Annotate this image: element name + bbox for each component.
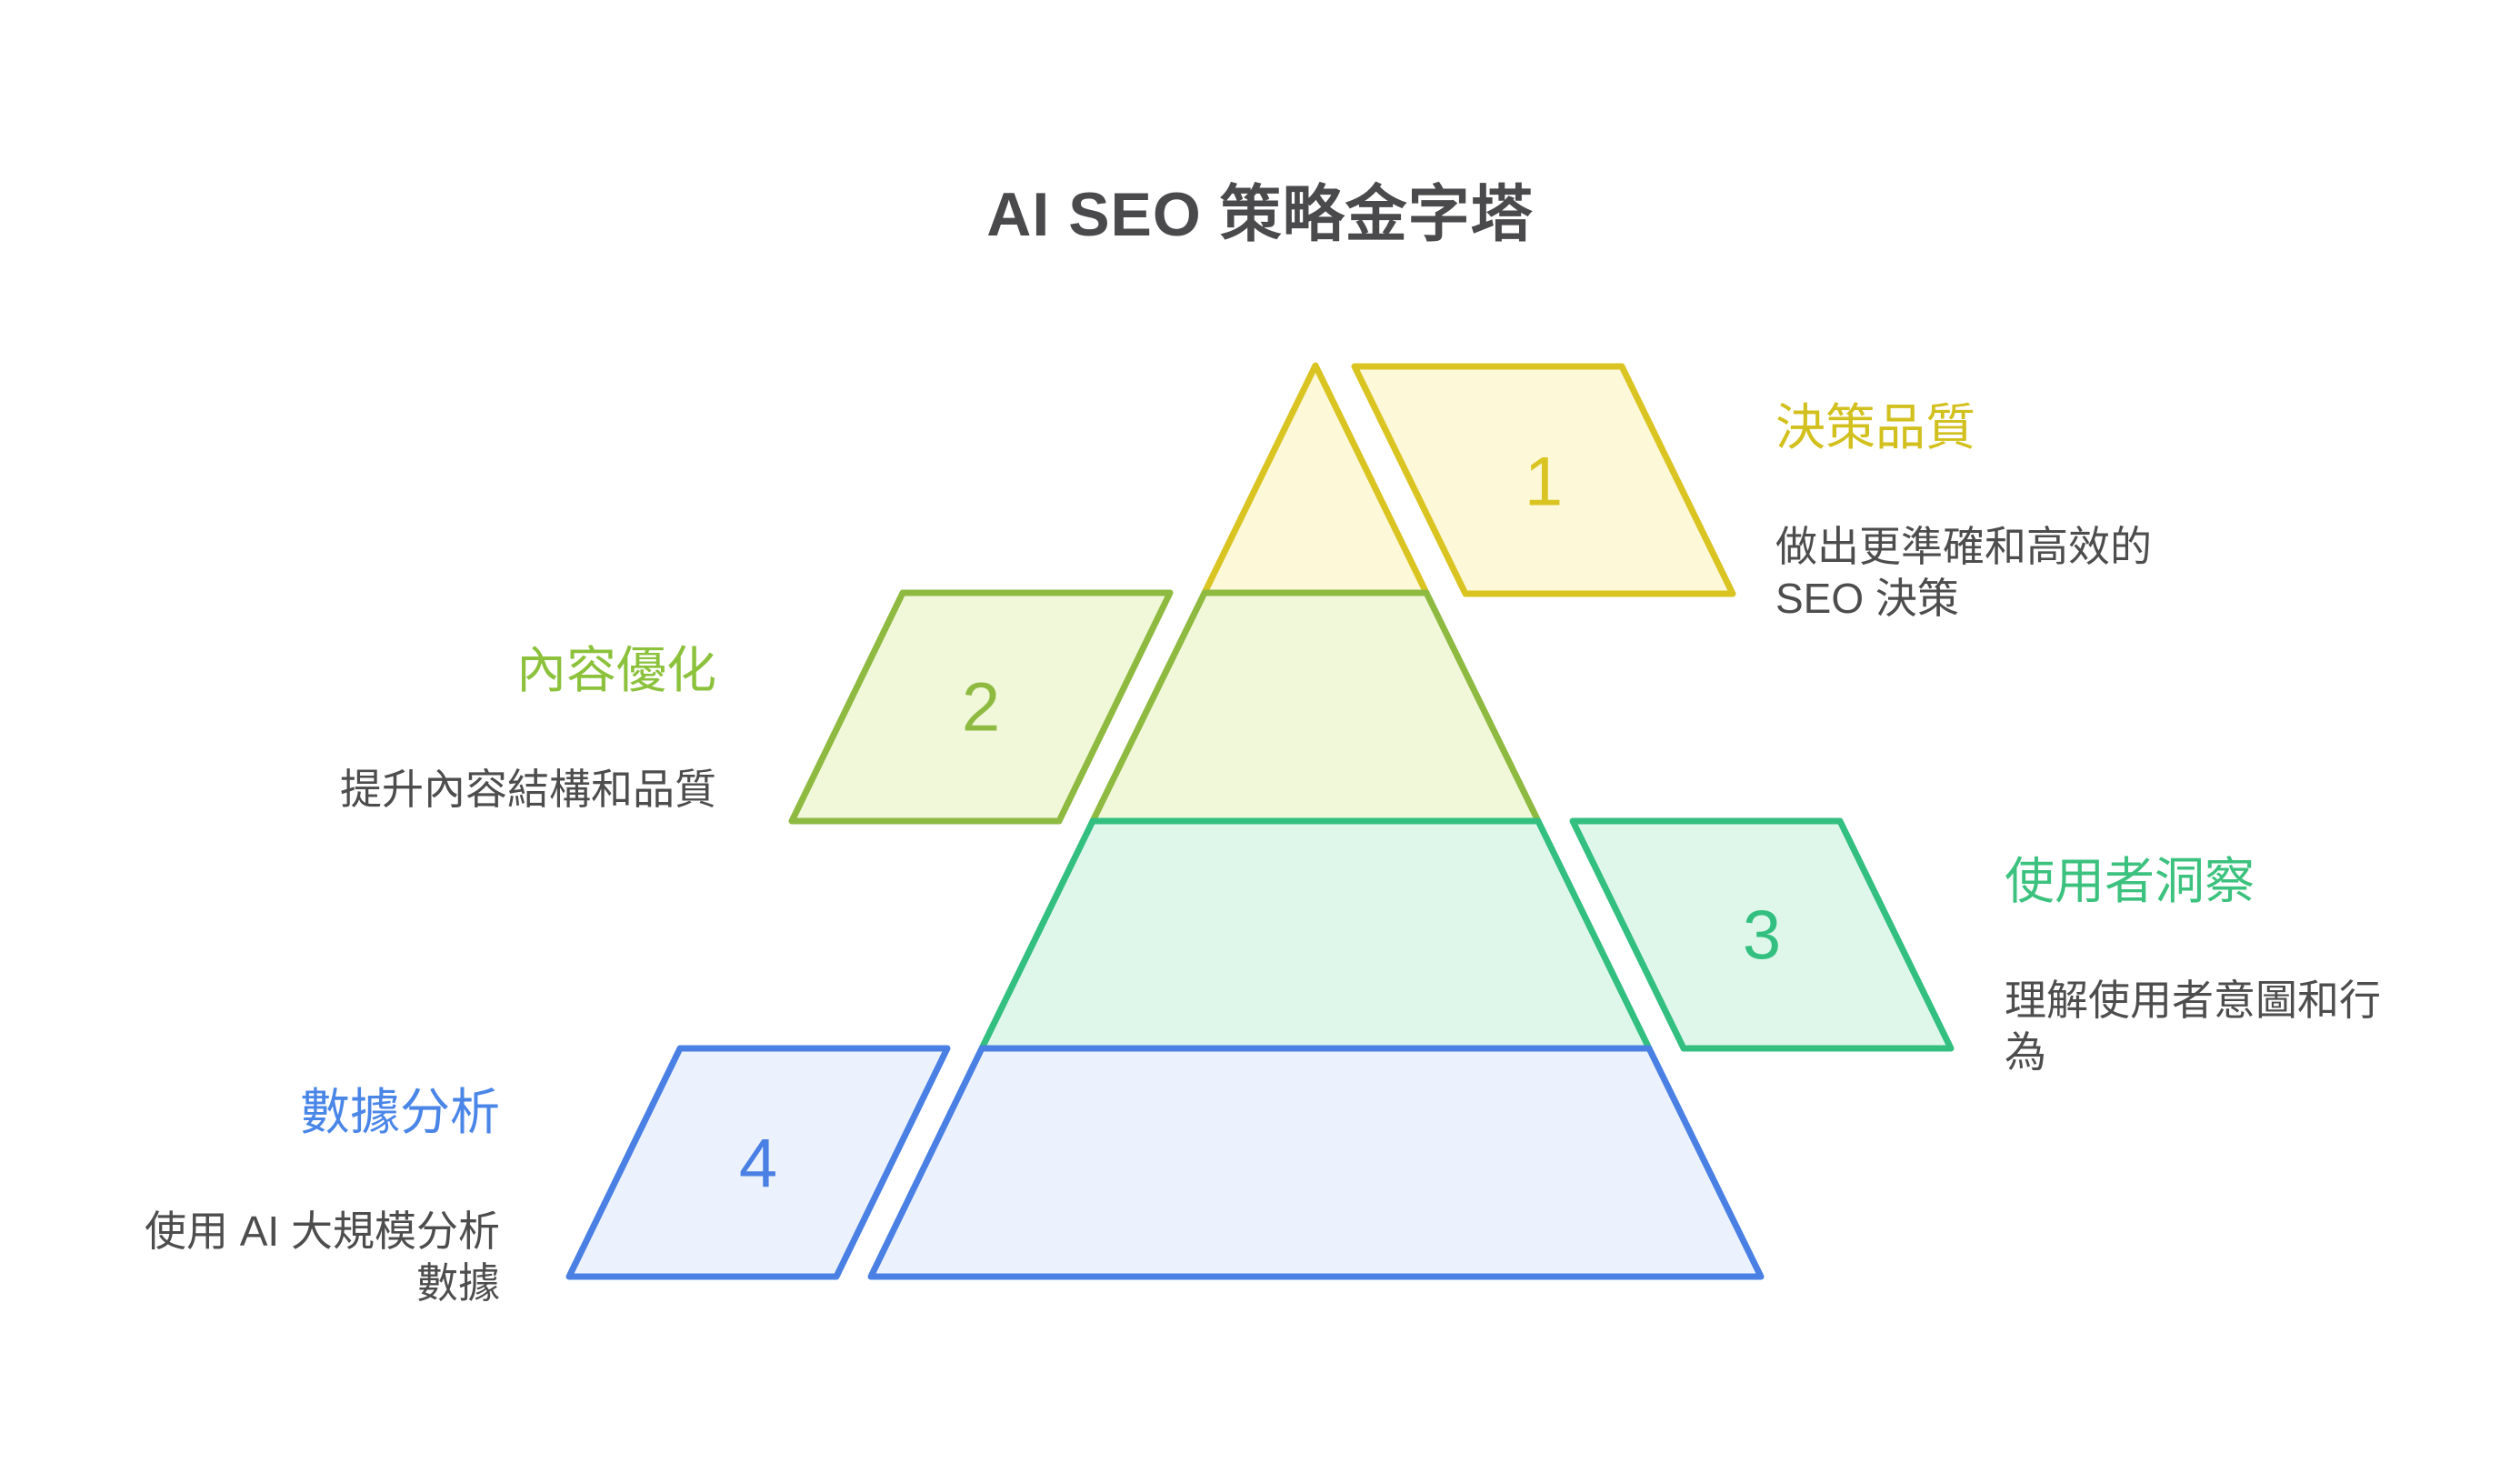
level-1-label: 決策品質 bbox=[1775, 399, 1976, 456]
pyramid-band-level-3 bbox=[978, 817, 1653, 1052]
level-2-description: 提升內容結構和品質 bbox=[340, 766, 716, 813]
level-2-text-block: 內容優化 提升內容結構和品質 bbox=[135, 624, 716, 832]
level-1-description: 做出更準確和高效的 SEO 決策 bbox=[1775, 523, 2152, 622]
callout-tab-level-2 bbox=[788, 589, 1174, 825]
tab-number-4: 4 bbox=[739, 1126, 777, 1203]
pyramid-band-level-2 bbox=[1089, 589, 1542, 825]
level-4-description: 使用 AI 大規模分析 數據 bbox=[144, 1207, 500, 1307]
tab-number-1: 1 bbox=[1525, 444, 1563, 521]
level-3-label: 使用者洞察 bbox=[2005, 853, 2255, 909]
callout-tab-level-3 bbox=[1569, 817, 1955, 1052]
pyramid-band-level-4 bbox=[867, 1045, 1765, 1280]
level-3-text-block: 使用者洞察 理解使用者意圖和行 為 bbox=[2005, 835, 2514, 1095]
callout-tab-level-1 bbox=[1351, 363, 1736, 597]
level-2-label: 內容優化 bbox=[515, 642, 716, 698]
diagram-title: AI SEO 策略金字塔 bbox=[986, 179, 1534, 249]
level-1-text-block: 決策品質 做出更準確和高效的 SEO 決策 bbox=[1775, 381, 2357, 641]
level-4-text-block: 數據分析 使用 AI 大規模分析 數據 bbox=[0, 1066, 500, 1326]
level-3-description: 理解使用者意圖和行 為 bbox=[2005, 977, 2381, 1076]
tab-number-2: 2 bbox=[962, 669, 1000, 747]
tab-number-3: 3 bbox=[1743, 897, 1781, 975]
callout-tab-level-4 bbox=[565, 1045, 951, 1280]
level-4-label: 數據分析 bbox=[299, 1084, 500, 1140]
